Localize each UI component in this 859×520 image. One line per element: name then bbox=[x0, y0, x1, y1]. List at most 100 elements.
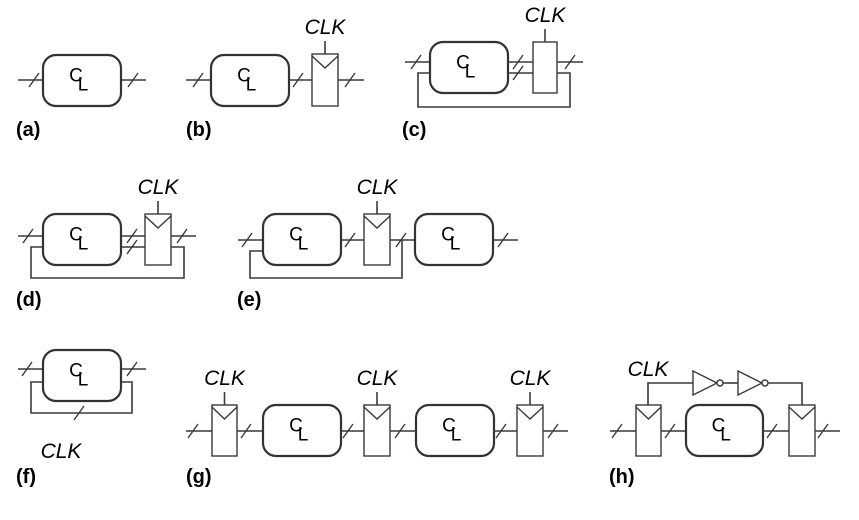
cl-letter-c: C bbox=[442, 416, 456, 437]
bus-slash-mark bbox=[495, 423, 507, 439]
panel-f: CL CLK(f) bbox=[16, 348, 146, 488]
cl-box bbox=[428, 40, 510, 95]
cl-letter-c: C bbox=[237, 66, 251, 87]
panel-label: (a) bbox=[16, 119, 40, 141]
bus-slash-mark bbox=[241, 232, 253, 248]
wire bbox=[768, 382, 803, 405]
bus-slash-mark bbox=[127, 72, 139, 88]
bus-slash-mark bbox=[342, 423, 354, 439]
flip-flop-register bbox=[635, 404, 662, 457]
clock-edge-triangle-icon bbox=[363, 215, 391, 229]
cl-letter-c: C bbox=[69, 361, 83, 382]
clock-edge-triangle-icon bbox=[211, 406, 238, 420]
inverter-bubble-icon bbox=[716, 379, 724, 387]
flip-flop-register bbox=[788, 404, 816, 457]
cl-box bbox=[41, 348, 123, 403]
panel-label: (e) bbox=[237, 289, 261, 311]
latch-register: CLK bbox=[525, 4, 566, 94]
bus-slash-mark bbox=[126, 228, 138, 244]
combinational-logic-block: CL bbox=[413, 212, 495, 267]
panel-label: (c) bbox=[402, 119, 426, 141]
panel-c: CL CLK (c) bbox=[402, 4, 583, 141]
combinational-logic-block: CL bbox=[684, 403, 765, 458]
cl-letter-c: C bbox=[289, 225, 303, 246]
bus-slash-mark bbox=[73, 405, 85, 421]
clk-label: CLK bbox=[357, 367, 399, 390]
combinational-logic-block: CL bbox=[261, 212, 343, 267]
wire bbox=[249, 240, 403, 279]
bus-slash-mark bbox=[564, 54, 576, 70]
clk-label: CLK bbox=[305, 16, 347, 39]
combinational-logic-block: CL bbox=[261, 403, 343, 458]
bus-slash-mark bbox=[240, 423, 252, 439]
panel-label: (b) bbox=[186, 119, 212, 141]
clock-edge-triangle-icon bbox=[144, 215, 172, 229]
bus-slash-mark bbox=[766, 423, 778, 439]
cl-letter-l: L bbox=[451, 425, 462, 446]
inverter-triangle-icon bbox=[737, 369, 764, 397]
cl-letter-l: L bbox=[78, 234, 89, 255]
bus-slash-mark bbox=[410, 54, 422, 70]
bus-slash-mark bbox=[512, 65, 524, 81]
clk-label: CLK bbox=[357, 176, 399, 199]
bus-slash-mark bbox=[21, 361, 33, 377]
inverter-gate bbox=[692, 369, 724, 397]
panel-label: (f) bbox=[16, 466, 36, 488]
cl-letter-c: C bbox=[69, 66, 83, 87]
combinational-logic-block: CL bbox=[41, 348, 123, 403]
cl-letter-l: L bbox=[78, 370, 89, 391]
flip-flop-register: CLK bbox=[510, 367, 552, 457]
register-box bbox=[363, 404, 391, 457]
wire bbox=[417, 72, 571, 108]
combinational-logic-block: CL bbox=[414, 403, 496, 458]
clock-edge-triangle-icon bbox=[363, 406, 391, 420]
panel-label: (d) bbox=[16, 289, 42, 311]
bus-slash-mark bbox=[187, 423, 199, 439]
register-box bbox=[144, 213, 172, 266]
bus-slash-mark bbox=[611, 423, 623, 439]
bus-slash-mark bbox=[176, 228, 188, 244]
clk-label: CLK bbox=[138, 176, 180, 199]
bus-slash-mark bbox=[512, 54, 524, 70]
cl-letter-l: L bbox=[78, 75, 89, 96]
panel-b: CL CLK (b) bbox=[186, 16, 364, 141]
combinational-logic-block: CL bbox=[41, 212, 123, 267]
bus-slash-mark bbox=[497, 232, 509, 248]
register-box bbox=[788, 404, 816, 457]
clk-label: CLK bbox=[204, 367, 246, 390]
bus-slash-mark bbox=[817, 423, 829, 439]
flip-flop-register: CLK bbox=[305, 16, 347, 107]
bus-slash-mark bbox=[394, 423, 406, 439]
flip-flop-register: CLK bbox=[357, 367, 399, 457]
combinational-logic-block: CL bbox=[428, 40, 510, 95]
cl-letter-l: L bbox=[450, 234, 461, 255]
bus-slash-mark bbox=[344, 72, 356, 88]
inverter-gate bbox=[737, 369, 769, 397]
combinational-logic-block: CL bbox=[209, 53, 291, 108]
cl-letter-c: C bbox=[712, 416, 726, 437]
clk-label: CLK bbox=[41, 440, 83, 463]
combinational-logic-block: CL bbox=[41, 53, 123, 108]
cl-letter-c: C bbox=[441, 225, 455, 246]
register-box bbox=[311, 53, 339, 107]
cl-letter-c: C bbox=[289, 416, 303, 437]
panel-label: (g) bbox=[186, 466, 212, 488]
bus-slash-mark bbox=[28, 72, 40, 88]
register-box bbox=[363, 213, 391, 266]
bus-slash-mark bbox=[547, 423, 559, 439]
cl-letter-l: L bbox=[465, 62, 476, 83]
wire bbox=[30, 246, 185, 279]
register-box bbox=[532, 41, 558, 94]
register-box bbox=[211, 404, 238, 457]
bus-slash-mark bbox=[395, 232, 407, 248]
bus-slash-mark bbox=[292, 72, 304, 88]
wire bbox=[647, 382, 693, 405]
panel-label: (h) bbox=[609, 466, 635, 488]
bus-slash-mark bbox=[126, 361, 138, 377]
clk-label: CLK bbox=[510, 367, 552, 390]
panel-d: CL CLK (d) bbox=[16, 176, 196, 311]
